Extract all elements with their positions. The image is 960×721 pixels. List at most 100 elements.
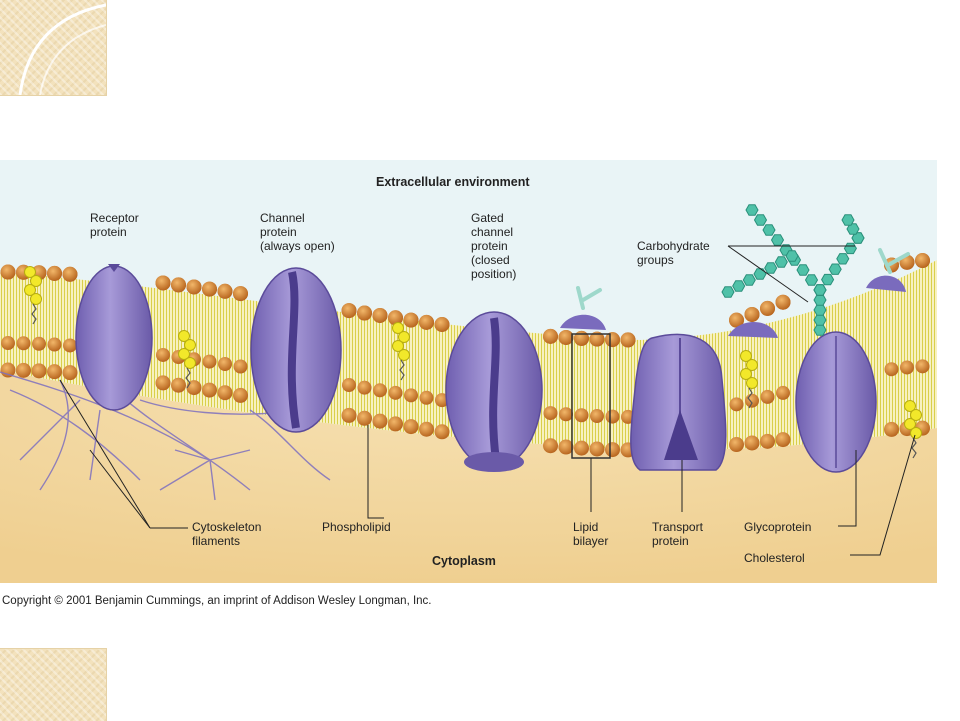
phospholipid-head xyxy=(574,440,589,456)
phospholipid-head xyxy=(729,397,744,412)
receptor-protein-label: Receptor protein xyxy=(90,211,139,239)
leader-lines xyxy=(59,245,916,556)
phospholipid-head xyxy=(63,338,77,353)
extracellular-label: Extracellular environment xyxy=(376,175,530,189)
phospholipid-head xyxy=(605,409,620,424)
phospholipid-head xyxy=(419,421,434,437)
phospholipid-head xyxy=(884,362,899,377)
phospholipid-head xyxy=(186,380,202,396)
phospholipid-head xyxy=(156,347,170,362)
phospholipid-head xyxy=(434,317,450,333)
cholesterol-molecule xyxy=(178,330,196,389)
phospholipid-head xyxy=(155,275,171,291)
phospholipid-head xyxy=(186,279,202,295)
phospholipid-head xyxy=(590,409,604,424)
carbohydrate-bead xyxy=(813,324,827,336)
carbohydrate-bead xyxy=(804,274,819,286)
phospholipid-head xyxy=(729,437,744,453)
phospholipid-head xyxy=(434,424,450,440)
carbohydrate-stub xyxy=(581,288,602,302)
phospholipid-head xyxy=(403,312,419,328)
cholesterol-molecule xyxy=(392,322,410,381)
phospholipid-head xyxy=(605,332,620,348)
phospholipid-head xyxy=(217,283,233,299)
phospholipid-head xyxy=(16,336,31,351)
phospholipid-head xyxy=(760,433,775,449)
decorative-corner-top xyxy=(0,0,107,96)
phospholipid-head xyxy=(558,329,574,345)
phospholipid-head xyxy=(357,380,372,395)
phospholipid-head xyxy=(47,337,62,352)
carbohydrate-bead xyxy=(843,242,857,255)
cholesterol-molecule xyxy=(904,400,922,459)
peripheral-protein xyxy=(866,275,906,292)
phospholipid-head xyxy=(419,314,434,330)
phospholipid-label: Phospholipid xyxy=(322,520,391,534)
carbohydrate-groups-label: Carbohydrate groups xyxy=(637,239,710,267)
phospholipid-head xyxy=(62,266,78,282)
phospholipid-head xyxy=(388,416,403,432)
lipid-bilayer-label: Lipid bilayer xyxy=(573,520,609,548)
phospholipid-head xyxy=(341,303,357,319)
phospholipid-head xyxy=(155,375,171,391)
phospholipid-head xyxy=(543,328,558,344)
phospholipid-head xyxy=(233,359,248,374)
phospholipid-head xyxy=(744,306,760,322)
carbohydrate-bead xyxy=(770,234,785,246)
phospholipid-head xyxy=(32,336,46,351)
carbohydrate-bead xyxy=(732,280,746,292)
phospholipid-head xyxy=(543,438,558,454)
phospholipid-head xyxy=(233,387,248,403)
phospholipid-head xyxy=(171,377,186,393)
corner-arc-ornament xyxy=(18,3,107,96)
phospholipid-head xyxy=(372,413,388,429)
carbohydrate-bead xyxy=(813,294,827,306)
carbohydrate-bead xyxy=(745,204,759,216)
carbohydrate-bead xyxy=(762,224,776,236)
phospholipid-head xyxy=(47,364,62,380)
glycoprotein xyxy=(795,331,877,473)
phospholipid-head xyxy=(775,294,791,310)
phospholipid-head xyxy=(915,253,930,269)
carbohydrate-bead xyxy=(821,273,835,286)
transport-protein-label: Transport protein xyxy=(652,520,703,548)
phospholipid-head xyxy=(357,410,372,426)
peripheral-protein xyxy=(560,314,606,330)
carbohydrate-stub xyxy=(878,248,892,274)
gated-channel-label: Gated channel protein (closed position) xyxy=(471,211,517,281)
cholesterol-molecules xyxy=(24,266,922,459)
phospholipid-head xyxy=(47,265,62,281)
carbohydrate-bead xyxy=(774,256,788,268)
phospholipid-head xyxy=(1,336,15,351)
phospholipid-head xyxy=(760,300,775,316)
channel-protein xyxy=(250,267,342,433)
phospholipid-head xyxy=(900,360,914,375)
phospholipid-head xyxy=(16,362,31,378)
phospholipid-head xyxy=(884,421,899,437)
carbohydrate-bead xyxy=(796,264,810,276)
phospholipid-head xyxy=(620,332,636,348)
phospholipid-head xyxy=(341,407,357,423)
phospholipid-head xyxy=(202,354,217,369)
cytoplasm-label: Cytoplasm xyxy=(432,554,496,568)
phospholipid-head xyxy=(574,408,589,423)
phospholipid-head xyxy=(589,331,605,347)
membrane-illustration xyxy=(0,204,937,583)
phospholipid-head xyxy=(342,378,356,393)
phospholipid-head xyxy=(388,385,403,400)
glycoprotein-label: Glycoprotein xyxy=(744,520,812,534)
phospholipid-head xyxy=(745,393,759,408)
carbohydrate-bead xyxy=(846,223,860,235)
receptor-protein xyxy=(75,264,153,411)
phospholipid-head xyxy=(373,383,387,398)
phospholipid-head xyxy=(559,407,573,422)
phospholipid-head xyxy=(31,363,47,379)
phospholipid-head xyxy=(729,312,744,328)
gated-channel-protein xyxy=(445,311,543,472)
carbohydrate-bead xyxy=(828,263,842,275)
cholesterol-molecule xyxy=(24,266,42,325)
cell-membrane-diagram: Extracellular environment Receptor prote… xyxy=(0,160,937,583)
phospholipid-head xyxy=(357,305,372,321)
carbohydrate-bead xyxy=(813,284,827,296)
phospholipid-head xyxy=(419,390,434,405)
